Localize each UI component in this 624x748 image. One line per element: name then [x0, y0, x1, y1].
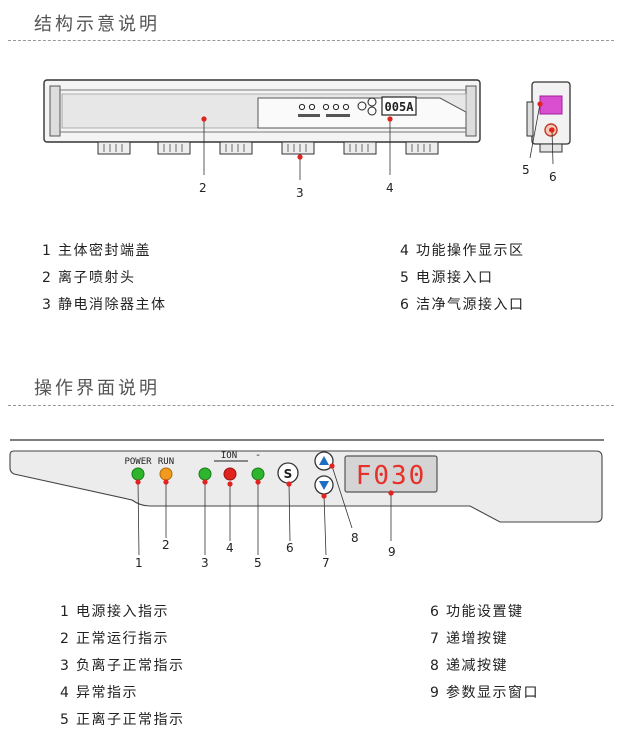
label-ion: ION — [221, 451, 237, 461]
led-positive-ion — [251, 467, 265, 481]
up-button[interactable] — [314, 451, 334, 471]
section-title-interface: 操作界面说明 — [34, 378, 160, 399]
callout-9: 9 — [388, 545, 396, 559]
callout-1: 1 — [135, 556, 143, 570]
side-view — [526, 81, 571, 153]
display-value: F030 — [356, 461, 427, 491]
callout-3: 3 — [296, 186, 304, 200]
section-divider — [8, 405, 614, 406]
down-button[interactable] — [314, 475, 334, 495]
ionizer-bar: 005A — [43, 79, 481, 143]
section-divider — [8, 40, 614, 41]
led-power — [131, 467, 145, 481]
triangle-up-icon — [319, 456, 329, 465]
section-title-structure: 结构示意说明 — [34, 14, 160, 35]
callout-8: 8 — [351, 531, 359, 545]
callout-2: 2 — [199, 181, 207, 195]
callout-4: 4 — [226, 541, 234, 555]
triangle-down-icon — [319, 481, 329, 490]
label-power: POWER — [124, 457, 152, 467]
callout-6: 6 — [549, 170, 557, 184]
callout-4: 4 — [386, 181, 394, 195]
callout-7: 7 — [322, 556, 330, 570]
led-alarm — [223, 467, 237, 481]
callout-3: 3 — [201, 556, 209, 570]
led-negative-ion — [198, 467, 212, 481]
callout-6: 6 — [286, 541, 294, 555]
set-key-label: S — [284, 467, 293, 481]
callout-5: 5 — [254, 556, 262, 570]
label-minus: - — [256, 450, 260, 461]
label-run: RUN — [158, 457, 174, 467]
callout-5: 5 — [522, 163, 530, 177]
callout-2: 2 — [162, 538, 170, 552]
set-key-button[interactable]: S — [277, 462, 299, 484]
panel-digits: 005A — [385, 100, 415, 114]
led-run — [159, 467, 173, 481]
